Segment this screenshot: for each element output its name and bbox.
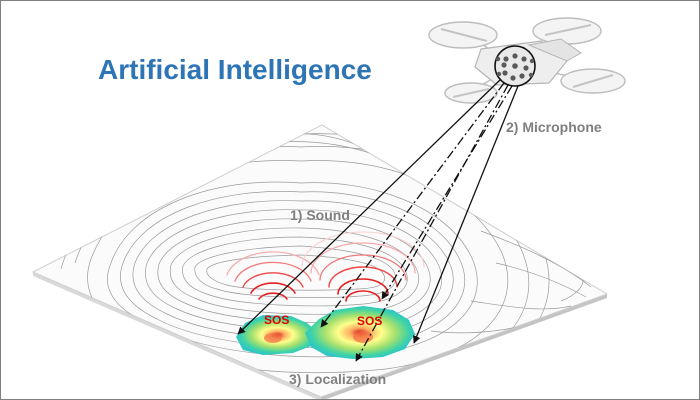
heat-peak-left — [264, 333, 282, 343]
sos-source-1: SOS — [264, 313, 290, 327]
ray-dashed-3 — [381, 85, 513, 300]
label-sound: 1) Sound — [290, 207, 350, 223]
sound-waves — [226, 231, 425, 302]
label-localization: 3) Localization — [289, 371, 387, 387]
terrain-surface — [31, 124, 609, 398]
ray-solid-left — [237, 78, 502, 335]
sound-waves-right — [301, 231, 425, 302]
terrain-map — [31, 124, 609, 399]
sos-source-2: SOS — [357, 314, 383, 328]
diagram-title: Artificial Intelligence — [98, 54, 372, 85]
ray-solid-right — [413, 85, 519, 344]
heat-peak-right — [353, 331, 373, 343]
localization-rays — [237, 78, 519, 362]
microphone-array-icon — [494, 45, 536, 87]
label-microphone: 2) Microphone — [506, 119, 602, 135]
ray-dashed-2 — [355, 84, 509, 362]
